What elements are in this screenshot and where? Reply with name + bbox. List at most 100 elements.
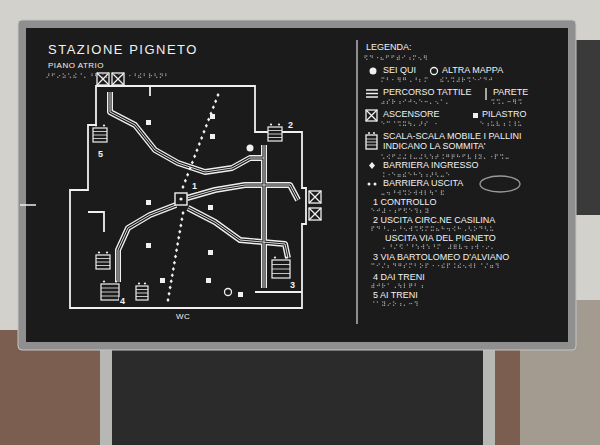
braille (509, 101, 510, 102)
tactile-path (187, 185, 298, 200)
braille (415, 283, 416, 284)
barrier-line (186, 173, 189, 177)
braille (428, 248, 429, 249)
braille (421, 176, 422, 177)
braille (395, 263, 396, 264)
braille (388, 267, 389, 268)
braille (399, 121, 400, 122)
tactile-path (118, 205, 176, 282)
braille (138, 75, 139, 76)
braille (487, 263, 488, 264)
braille (388, 230, 389, 231)
braille (437, 154, 438, 155)
braille (460, 228, 461, 229)
braille (398, 208, 399, 209)
braille (509, 125, 510, 126)
braille (394, 174, 395, 175)
braille (452, 154, 453, 155)
braille (468, 154, 469, 155)
legend-text: ASCENSORE (382, 110, 441, 120)
braille (476, 228, 477, 229)
braille (111, 75, 112, 76)
braille (102, 77, 103, 78)
braille (491, 121, 492, 122)
braille (403, 190, 404, 191)
braille (419, 192, 420, 193)
barrier-line (198, 142, 201, 146)
elevator-symbol (309, 191, 321, 203)
braille (406, 212, 407, 213)
stair-symbol (93, 138, 107, 139)
braille (406, 230, 407, 231)
braille (402, 57, 403, 58)
braille (399, 190, 400, 191)
braille (388, 305, 389, 306)
braille (515, 101, 516, 102)
braille (426, 158, 427, 159)
control-point (175, 193, 187, 205)
legend-symbol (368, 183, 371, 186)
braille (490, 267, 491, 268)
braille (388, 265, 389, 266)
braille (381, 81, 382, 82)
barrier-line (191, 160, 194, 164)
braille (381, 121, 382, 122)
braille (416, 208, 417, 209)
room-label: WC (175, 313, 191, 322)
braille (140, 77, 141, 78)
braille (410, 156, 411, 157)
barrier-line (184, 179, 187, 183)
braille (515, 125, 516, 126)
braille (97, 77, 98, 78)
legend-text: ALTRA MAPPA (441, 66, 504, 76)
barrier-line (181, 211, 184, 215)
braille (416, 79, 417, 80)
stair-symbol (144, 282, 146, 284)
braille (392, 99, 393, 100)
braille (416, 244, 417, 245)
braille (48, 73, 49, 74)
legend-symbol (485, 88, 486, 100)
braille (383, 158, 384, 159)
braille (414, 125, 415, 126)
callout-number: 3 (289, 281, 296, 291)
elevator-symbol (309, 191, 321, 203)
callout-number: 5 (97, 150, 104, 160)
braille (433, 265, 434, 266)
braille (414, 101, 415, 102)
braille (448, 248, 449, 249)
braille (373, 226, 374, 227)
braille (102, 73, 103, 74)
stair-symbol (101, 296, 119, 297)
braille (386, 57, 387, 58)
braille (472, 246, 473, 247)
braille (403, 174, 404, 175)
braille (464, 154, 465, 155)
braille (449, 228, 450, 229)
map-marker (225, 289, 232, 296)
braille (386, 55, 387, 56)
braille (434, 244, 435, 245)
braille (490, 265, 491, 266)
braille (389, 174, 390, 175)
legend-symbol (480, 176, 520, 192)
braille (382, 287, 383, 288)
braille (454, 244, 455, 245)
braille (430, 154, 431, 155)
braille (475, 156, 476, 157)
braille (404, 287, 405, 288)
braille (432, 156, 433, 157)
stair-symbol (136, 293, 148, 294)
braille (373, 287, 374, 288)
braille (412, 244, 413, 245)
braille (440, 79, 441, 80)
braille (387, 101, 388, 102)
braille (425, 267, 426, 268)
barrier-line (212, 105, 215, 109)
braille (395, 265, 396, 266)
braille (493, 125, 494, 126)
panel-frame (18, 20, 576, 350)
braille (415, 285, 416, 286)
braille (399, 101, 400, 102)
braille (447, 228, 448, 229)
